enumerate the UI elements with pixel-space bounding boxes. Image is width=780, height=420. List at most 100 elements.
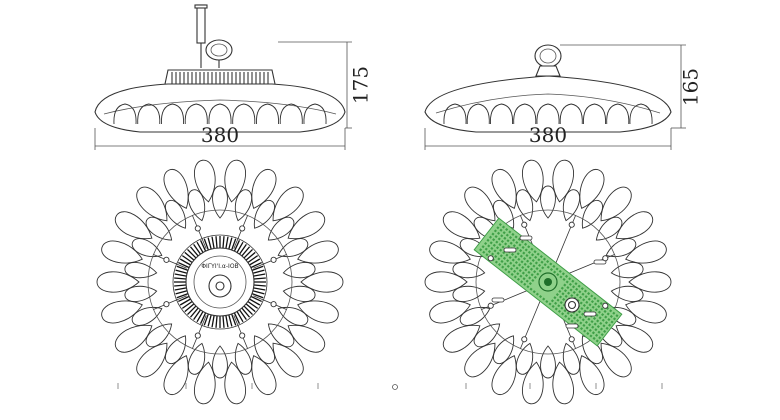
led	[481, 245, 485, 249]
screw	[163, 301, 170, 308]
led	[503, 236, 507, 240]
fin	[181, 300, 193, 309]
led	[581, 292, 585, 296]
fin	[251, 293, 264, 299]
led	[509, 267, 514, 271]
led	[502, 231, 506, 235]
led	[609, 309, 613, 313]
reflector-cell	[443, 103, 467, 125]
led	[511, 258, 515, 262]
led-grid	[479, 223, 619, 343]
led	[533, 275, 537, 279]
top-view-left: ΦΙΓΥΙ'Ι.α-ΙΟΒ	[96, 159, 344, 405]
fin	[176, 293, 189, 299]
led	[492, 238, 496, 242]
led	[600, 333, 604, 337]
vent-slot	[565, 323, 579, 329]
led	[538, 295, 543, 299]
fin	[252, 269, 265, 274]
reflector-cell	[583, 103, 606, 125]
petal	[212, 185, 228, 219]
petal	[442, 211, 481, 240]
fin	[249, 258, 261, 266]
fin	[196, 241, 204, 253]
led	[528, 256, 532, 260]
led	[534, 261, 538, 265]
fin	[250, 295, 262, 303]
petal	[187, 189, 206, 222]
led	[522, 277, 526, 281]
petal	[615, 324, 654, 353]
fin	[233, 312, 241, 324]
screw	[568, 221, 575, 228]
led	[524, 273, 529, 278]
led	[499, 248, 503, 252]
led	[509, 241, 513, 245]
led	[487, 250, 491, 254]
led	[612, 311, 616, 315]
fin	[215, 236, 218, 249]
led	[575, 293, 579, 297]
led	[543, 263, 547, 267]
led	[581, 312, 585, 316]
led	[538, 269, 542, 273]
fin	[207, 314, 212, 327]
led	[590, 300, 594, 304]
led	[494, 234, 498, 239]
led	[563, 309, 567, 313]
fin	[193, 309, 202, 321]
led	[587, 297, 591, 301]
led	[508, 230, 512, 234]
side-view-right: 380 165	[424, 44, 703, 150]
hanging-ring-inner	[539, 48, 557, 64]
body-outline	[475, 209, 621, 355]
petal	[522, 159, 544, 203]
led	[536, 272, 540, 276]
dimension-height-left: 175	[278, 41, 373, 129]
fin	[250, 261, 262, 269]
led	[524, 248, 528, 252]
petal	[552, 159, 574, 203]
petal	[579, 168, 605, 209]
petal	[272, 342, 304, 378]
petal	[600, 342, 632, 378]
led	[564, 274, 569, 278]
led	[516, 252, 520, 256]
led	[589, 334, 593, 338]
led	[607, 318, 611, 322]
led	[531, 278, 535, 282]
hanging-ring-inner	[210, 43, 228, 57]
led	[511, 252, 515, 256]
reflector-cell	[303, 103, 327, 125]
led	[578, 290, 582, 294]
petal	[297, 300, 339, 324]
fin	[211, 236, 215, 249]
fin	[184, 251, 195, 261]
body-outline	[147, 209, 293, 355]
led	[525, 279, 529, 283]
petal	[515, 342, 534, 375]
led	[558, 295, 563, 299]
led	[601, 318, 605, 322]
led	[526, 285, 530, 289]
led	[496, 251, 500, 255]
led	[504, 267, 508, 272]
petal	[187, 342, 206, 375]
led	[484, 241, 488, 246]
led	[529, 267, 534, 271]
petal	[145, 216, 173, 241]
led	[538, 263, 542, 267]
fin	[184, 303, 195, 313]
led	[610, 320, 614, 324]
led	[593, 296, 597, 301]
led	[527, 250, 531, 254]
led	[596, 299, 600, 303]
petal	[224, 159, 246, 203]
led	[518, 243, 522, 247]
petal	[114, 324, 153, 353]
screw	[487, 255, 494, 262]
led	[600, 307, 604, 311]
led	[523, 262, 527, 266]
baseline-ticks	[117, 383, 663, 389]
reflector-cell	[536, 103, 560, 125]
